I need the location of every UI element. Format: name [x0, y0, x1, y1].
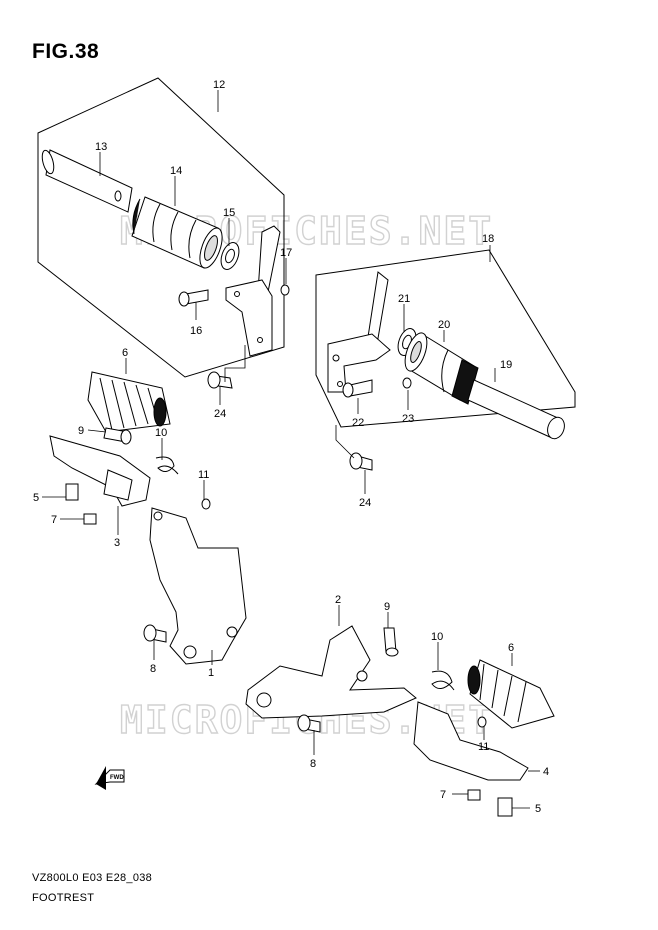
clip-11a	[201, 498, 211, 510]
group-name: FOOTREST	[32, 892, 95, 904]
callout-12: 12	[213, 79, 225, 91]
bracket-18	[327, 271, 391, 393]
callout-18: 18	[482, 233, 494, 245]
pillion-footpeg-assembly	[327, 271, 565, 471]
callout-5a: 5	[33, 492, 39, 504]
nut-7b	[467, 789, 481, 801]
callout-6a: 6	[122, 347, 128, 359]
bolt-16	[178, 289, 209, 307]
callout-20: 20	[438, 319, 450, 331]
clip-23	[402, 377, 412, 389]
bracket-12	[225, 225, 281, 357]
bracket-2	[245, 625, 417, 719]
callout-24b: 24	[359, 497, 371, 509]
model-code: VZ800L0 E03 E28_038	[32, 872, 153, 884]
callout-17: 17	[280, 247, 292, 259]
shaft-13	[41, 149, 133, 213]
assembly-box-12	[37, 77, 576, 428]
figure-title: FIG.38	[32, 40, 100, 63]
callout-24a: 24	[214, 408, 226, 420]
callout-16: 16	[190, 325, 202, 337]
bolt-24b	[349, 452, 373, 471]
callout-9b: 9	[384, 601, 390, 613]
bolt-5a	[65, 483, 79, 501]
callout-13: 13	[95, 141, 107, 153]
bolt-8b	[297, 714, 321, 733]
rubber-20	[404, 332, 479, 405]
fwd-arrow: FWD	[94, 766, 125, 790]
callout-10b: 10	[431, 631, 443, 643]
callout-15: 15	[223, 207, 235, 219]
callout-11b: 11	[478, 741, 489, 753]
callout-14: 14	[170, 165, 182, 177]
bolt-5b	[497, 797, 513, 817]
callout-2: 2	[335, 594, 341, 606]
callout-5b: 5	[535, 803, 541, 815]
left-footrest-assembly	[49, 371, 247, 665]
callout-labels: 12 13 14 15 17 16 24 18 21 20 19 22 23 2…	[33, 79, 549, 815]
callout-10a: 10	[155, 427, 167, 439]
right-footrest-assembly	[245, 625, 555, 817]
lever-1	[149, 507, 247, 665]
clip-17	[280, 284, 290, 296]
nut-7a	[83, 513, 97, 525]
washer-15	[220, 242, 240, 270]
pin-9b	[383, 627, 399, 657]
callout-1: 1	[208, 667, 214, 679]
callout-11a: 11	[198, 469, 209, 481]
callout-23: 23	[402, 413, 414, 425]
bolt-22	[342, 379, 373, 398]
callout-21: 21	[398, 293, 410, 305]
callout-7b: 7	[440, 789, 446, 801]
bolt-8a	[143, 624, 167, 643]
callout-6b: 6	[508, 642, 514, 654]
rubber-14	[131, 196, 223, 269]
clip-11b	[477, 716, 487, 728]
bolt-24a	[207, 371, 233, 389]
spring-10b	[431, 670, 455, 691]
spring-10a	[155, 456, 179, 475]
fwd-label: FWD	[110, 775, 124, 781]
callout-19: 19	[500, 359, 512, 371]
callout-9a: 9	[78, 425, 84, 437]
rider-footpeg-assembly	[41, 149, 290, 389]
callout-4: 4	[543, 766, 549, 778]
callout-8a: 8	[150, 663, 156, 675]
callout-22: 22	[352, 417, 364, 429]
rubber-6b	[467, 659, 555, 729]
callout-7a: 7	[51, 514, 57, 526]
leader-lines	[42, 90, 540, 809]
bracket-4	[413, 701, 529, 781]
callout-8b: 8	[310, 758, 316, 770]
bracket-3	[49, 435, 151, 507]
rubber-6a	[87, 371, 171, 433]
pin-9a	[103, 427, 132, 445]
watermark: MICROFICHES.NET MICROFICHES.NET	[119, 208, 492, 742]
callout-3: 3	[114, 537, 120, 549]
shaft-19	[467, 379, 565, 440]
